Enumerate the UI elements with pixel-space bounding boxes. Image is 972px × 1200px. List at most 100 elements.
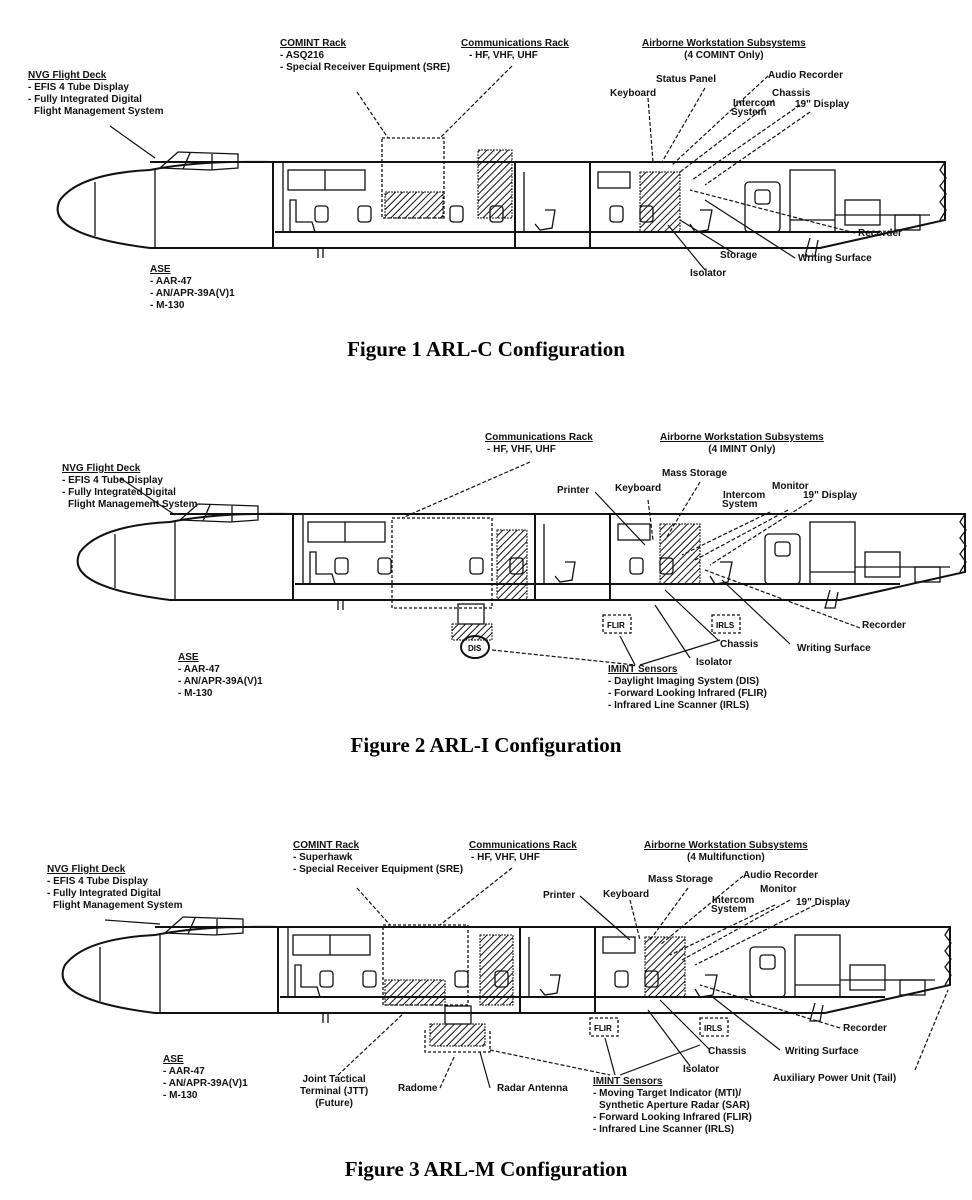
imint-item: - Moving Target Indicator (MTI)/: [593, 1088, 742, 1099]
dis-tag: DIS: [468, 644, 482, 653]
figure-1: NVG Flight Deck - EFIS 4 Tube Display - …: [0, 0, 972, 380]
comms-rack-label: Communications Rack - HF, VHF, UHF: [485, 432, 593, 456]
callout-apu: Auxiliary Power Unit (Tail): [773, 1073, 897, 1084]
callout-19in-display: 19" Display: [803, 490, 858, 501]
nvg-item: - Fully Integrated Digital: [28, 94, 142, 105]
callout-monitor: Monitor: [772, 481, 809, 492]
callout-writing-surface: Writing Surface: [797, 643, 871, 654]
imint-item: - Forward Looking Infrared (FLIR): [608, 688, 767, 699]
aws-title: Airborne Workstation Subsystems: [644, 840, 808, 851]
callout-jtt: Joint Tactical Terminal (JTT) (Future): [300, 1074, 368, 1110]
imint-title: IMINT Sensors: [608, 664, 678, 675]
irls-bay: [711, 614, 741, 634]
callout-intercom: Intercom: [723, 490, 766, 501]
nvg-item: - EFIS 4 Tube Display: [62, 475, 163, 486]
callout-system: System: [722, 499, 758, 510]
ase-title: ASE: [163, 1054, 184, 1065]
nvg-flight-deck-label: NVG Flight Deck - EFIS 4 Tube Display - …: [28, 70, 163, 118]
imint-item: - Daylight Imaging System (DIS): [608, 676, 760, 687]
callout-isolator: Isolator: [690, 268, 727, 279]
nvg-item: Flight Management System: [53, 900, 183, 911]
callout-system: System: [731, 107, 767, 118]
comms-rack-label: Communications Rack - HF, VHF, UHF: [469, 840, 577, 864]
jtt-line: Terminal (JTT): [300, 1086, 369, 1097]
callout-writing-surface: Writing Surface: [798, 253, 872, 264]
ase-item: - M-130: [178, 688, 213, 699]
nvg-item: - Fully Integrated Digital: [62, 487, 176, 498]
comms-rack-shape: [479, 934, 514, 1006]
aws-label: Airborne Workstation Subsystems (4 COMIN…: [642, 38, 806, 62]
figure-3-caption: Figure 3 ARL-M Configuration: [344, 1157, 628, 1181]
callout-recorder: Recorder: [843, 1023, 887, 1034]
nvg-flight-deck-label: NVG Flight Deck - EFIS 4 Tube Display - …: [62, 463, 197, 511]
nvg-item: Flight Management System: [68, 499, 198, 510]
ase-item: - AAR-47: [178, 664, 220, 675]
callout-19in-display: 19" Display: [795, 99, 850, 110]
figure-2: DIS FLIR IRLS NVG Flight Deck - EFIS 4 T…: [62, 432, 967, 757]
comms-title: Communications Rack: [485, 432, 593, 443]
comint-rack-lower: [384, 191, 444, 219]
figure-2-caption: Figure 2 ARL-I Configuration: [350, 733, 622, 757]
figure-1-leaders: [109, 65, 856, 271]
irls-bay: [699, 1017, 729, 1037]
callout-intercom: Intercom: [733, 98, 776, 109]
ase-item: - AAR-47: [163, 1066, 205, 1077]
irls-tag: IRLS: [704, 1024, 723, 1033]
callout-intercom: Intercom: [712, 895, 755, 906]
callout-keyboard: Keyboard: [615, 483, 662, 494]
comms-title: Communications Rack: [461, 38, 569, 49]
callout-radome: Radome: [398, 1083, 438, 1094]
callout-chassis: Chassis: [720, 639, 759, 650]
comms-title: Communications Rack: [469, 840, 577, 851]
irls-tag: IRLS: [716, 621, 735, 630]
figure-1-aircraft-drawing: [56, 65, 947, 271]
ase-item: - AAR-47: [150, 276, 192, 287]
nvg-item: - EFIS 4 Tube Display: [28, 82, 129, 93]
callout-keyboard: Keyboard: [603, 889, 650, 900]
comms-item: - HF, VHF, UHF: [469, 50, 538, 61]
callout-printer: Printer: [543, 890, 576, 901]
dis-dome: [460, 635, 490, 659]
imint-title: IMINT Sensors: [593, 1076, 663, 1087]
radome-outline: [424, 1030, 491, 1053]
nvg-item: Flight Management System: [34, 106, 164, 117]
comms-item: - HF, VHF, UHF: [487, 444, 556, 455]
figure-2-leaders: [119, 461, 861, 666]
aws-subtitle: (4 IMINT Only): [708, 444, 776, 455]
ase-item: - AN/APR-39A(V)1: [163, 1078, 248, 1089]
comms-rack-shape: [496, 529, 528, 601]
imint-item: - Infrared Line Scanner (IRLS): [608, 700, 750, 711]
nvg-item: - Fully Integrated Digital: [47, 888, 161, 899]
figure-1-caption: Figure 1 ARL-C Configuration: [347, 337, 625, 361]
ase-item: - AN/APR-39A(V)1: [150, 288, 235, 299]
ase-label: ASE - AAR-47 - AN/APR-39A(V)1 - M-130: [150, 264, 235, 312]
imint-item: - Infrared Line Scanner (IRLS): [593, 1124, 735, 1135]
imint-sensors-label: IMINT Sensors - Moving Target Indicator …: [593, 1076, 752, 1136]
callout-chassis: Chassis: [708, 1046, 747, 1057]
comms-rack-outline: [391, 517, 493, 609]
comint-item: - Superhawk: [293, 852, 353, 863]
comms-rack-label: Communications Rack - HF, VHF, UHF: [461, 38, 569, 62]
comint-rack-lower: [384, 979, 446, 1006]
callout-audio-recorder: Audio Recorder: [743, 870, 819, 881]
callout-status-panel: Status Panel: [656, 74, 717, 85]
comms-rack-shape: [477, 149, 513, 219]
ase-item: - M-130: [150, 300, 185, 311]
jtt-box: [444, 1005, 472, 1025]
ase-label: ASE - AAR-47 - AN/APR-39A(V)1 - M-130: [163, 1054, 248, 1102]
flir-bay: [589, 1017, 619, 1037]
jtt-line: Joint Tactical: [302, 1074, 366, 1085]
nvg-flight-deck-label: NVG Flight Deck - EFIS 4 Tube Display - …: [47, 864, 182, 912]
jtt-line: (Future): [315, 1098, 353, 1109]
imint-item: Synthetic Aperture Radar (SAR): [599, 1100, 750, 1111]
ase-title: ASE: [178, 652, 199, 663]
aws-title: Airborne Workstation Subsystems: [660, 432, 824, 443]
comint-rack-label: COMINT Rack - Superhawk - Special Receiv…: [293, 840, 463, 876]
radar-antenna-shape: [429, 1023, 486, 1047]
ase-item: - AN/APR-39A(V)1: [178, 676, 263, 687]
nvg-title: NVG Flight Deck: [28, 70, 107, 81]
figure-3-leaders: [104, 867, 949, 1089]
callout-19in-display: 19" Display: [796, 897, 851, 908]
